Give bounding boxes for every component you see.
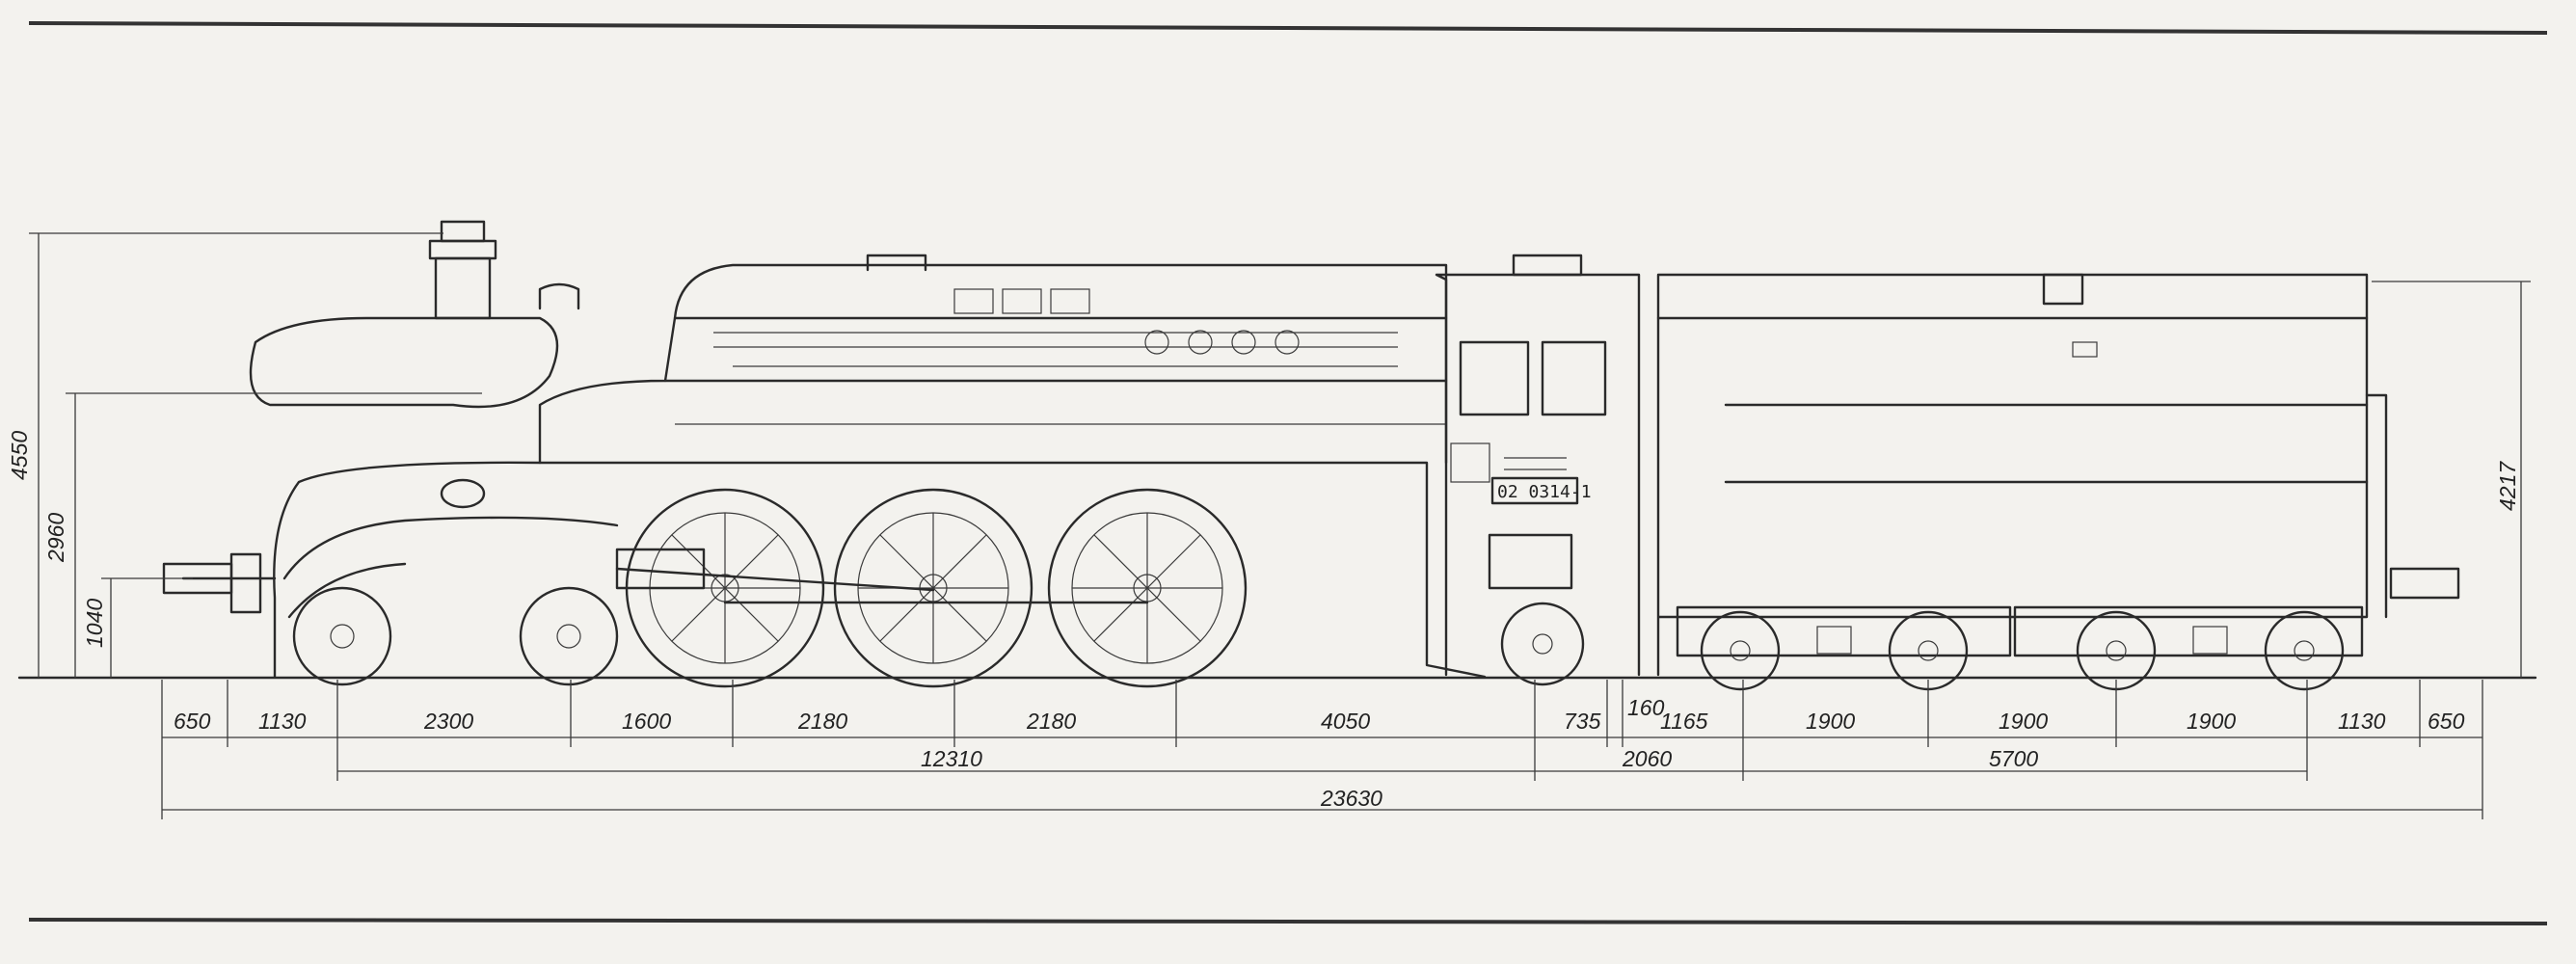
dim-buffer-height: 1040 [82, 599, 107, 648]
dim-loco-wheelbase: 12310 [921, 746, 982, 771]
number-plate [1490, 476, 1579, 505]
dim-segment-9: 160 [1627, 695, 1665, 720]
dim-tender-height: 4217 [2495, 461, 2520, 511]
locomotive-body [162, 220, 1487, 679]
dim-segment-11: 1900 [1806, 709, 1855, 734]
dim-overall-length: 23630 [1320, 786, 1382, 811]
dim-segment-1: 650 [174, 709, 211, 734]
dim-segment-3: 2300 [423, 709, 473, 734]
dim-tender-wheelbase: 5700 [1989, 746, 2038, 771]
dim-segment-8: 735 [1564, 709, 1601, 734]
dim-segment-7: 4050 [1321, 709, 1370, 734]
bottom-border [28, 918, 2548, 925]
height-dimensions: 4550 2960 1040 4217 [7, 232, 2531, 678]
dim-segment-6: 2180 [1026, 709, 1076, 734]
dim-tender-gap: 2060 [1622, 746, 1672, 771]
dim-overall-height: 4550 [7, 431, 32, 480]
cab: 02 0314-1 [1435, 254, 1641, 677]
length-dimensions: 650 1130 2300 1600 2180 2180 4050 735 16… [161, 680, 2483, 819]
dim-segment-12: 1900 [1999, 709, 2048, 734]
running-gear [292, 488, 1585, 688]
tender [1656, 273, 2460, 691]
dim-segment-14: 1130 [2338, 709, 2386, 734]
dim-boiler-height: 2960 [43, 513, 68, 563]
dim-segment-2: 1130 [258, 709, 307, 734]
dim-segment-13: 1900 [2187, 709, 2236, 734]
dim-segment-10: 1165 [1660, 709, 1708, 734]
locomotive-number: 02 0314-1 [1497, 482, 1592, 502]
dim-segment-4: 1600 [622, 709, 671, 734]
top-border [28, 21, 2548, 35]
dim-segment-15: 650 [2428, 709, 2465, 734]
dim-segment-5: 2180 [797, 709, 847, 734]
